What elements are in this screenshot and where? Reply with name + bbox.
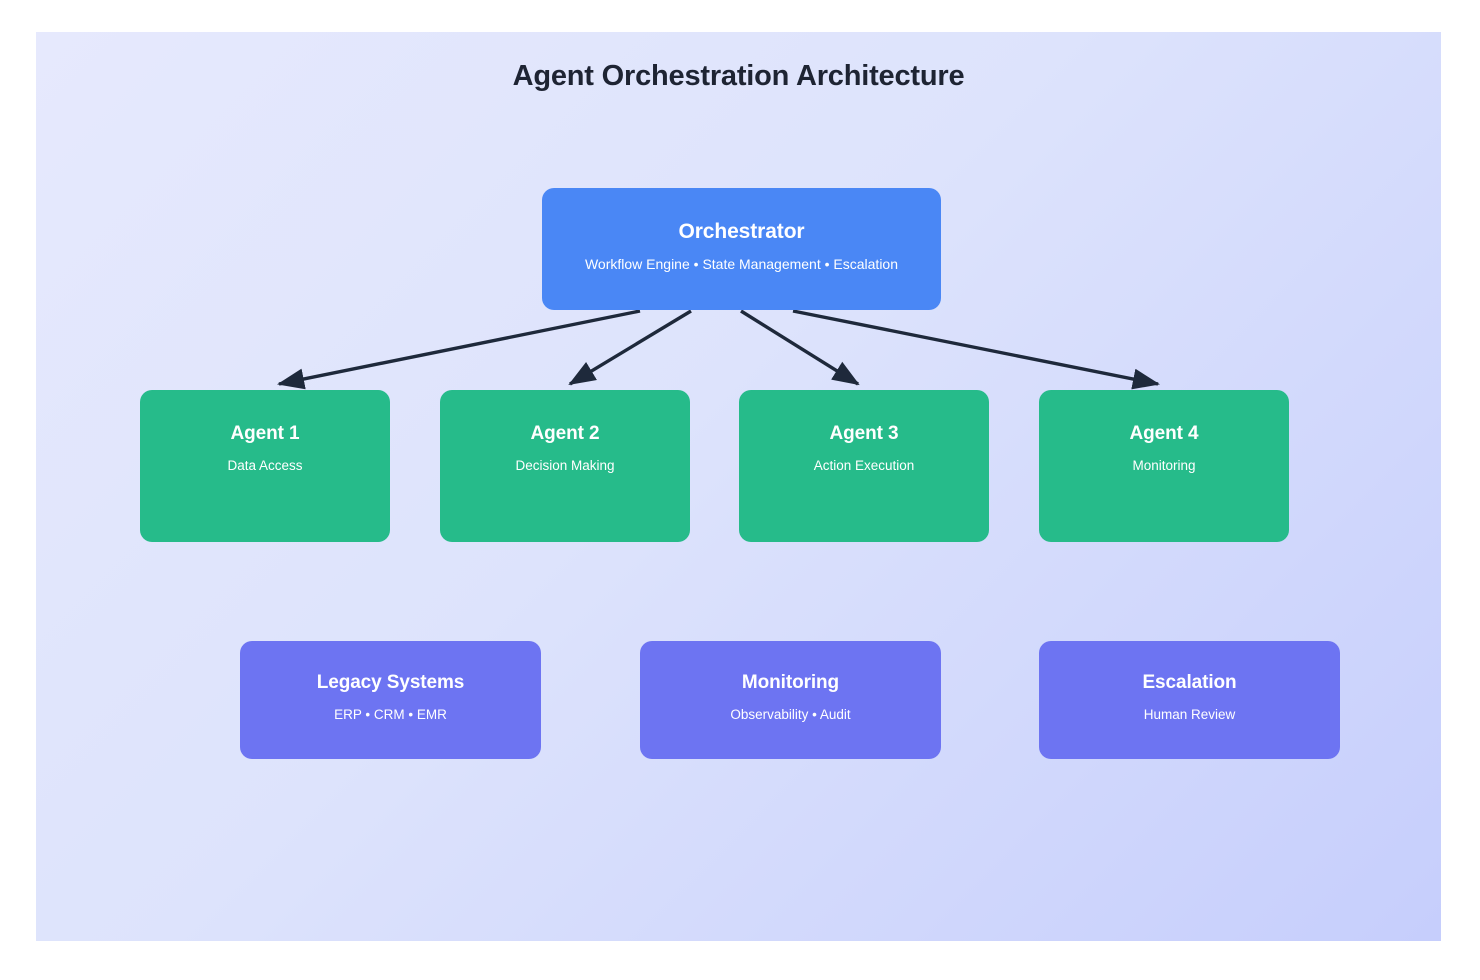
connector-orchestrator-to-agent-4 — [792, 309, 1161, 390]
node-monitoring[interactable]: Monitoring Observability • Audit — [640, 641, 941, 759]
node-orchestrator-title: Orchestrator — [678, 220, 805, 243]
node-monitoring-subtitle: Observability • Audit — [730, 706, 851, 722]
node-escalation-subtitle: Human Review — [1143, 706, 1236, 722]
node-monitoring-title: Monitoring — [741, 672, 840, 693]
diagram-title: Agent Orchestration Architecture — [512, 60, 965, 92]
node-agent-1-subtitle: Data Access — [227, 457, 303, 473]
node-escalation-title: Escalation — [1142, 672, 1237, 693]
node-agent-1[interactable]: Agent 1 Data Access — [140, 390, 390, 542]
connector-orchestrator-to-agent-1 — [277, 309, 641, 390]
node-agent-4[interactable]: Agent 4 Monitoring — [1039, 390, 1289, 542]
node-agent-2-title: Agent 2 — [530, 423, 600, 444]
connector-orchestrator-to-agent-3 — [740, 309, 860, 386]
node-agent-3-title: Agent 3 — [829, 423, 899, 444]
node-agent-2[interactable]: Agent 2 Decision Making — [440, 390, 690, 542]
node-agent-4-title: Agent 4 — [1129, 423, 1199, 444]
node-legacy-systems-title: Legacy Systems — [316, 672, 465, 693]
node-legacy-systems[interactable]: Legacy Systems ERP • CRM • EMR — [240, 641, 541, 759]
node-orchestrator-subtitle: Workflow Engine • State Management • Esc… — [584, 256, 899, 273]
node-legacy-systems-subtitle: ERP • CRM • EMR — [334, 706, 447, 722]
node-escalation[interactable]: Escalation Human Review — [1039, 641, 1340, 759]
node-agent-1-title: Agent 1 — [230, 423, 300, 444]
node-agent-2-subtitle: Decision Making — [515, 457, 615, 473]
node-agent-3-subtitle: Action Execution — [813, 457, 915, 473]
connector-orchestrator-to-agent-2 — [568, 309, 692, 386]
node-orchestrator[interactable]: Orchestrator Workflow Engine • State Man… — [542, 188, 941, 310]
node-agent-4-subtitle: Monitoring — [1132, 457, 1196, 473]
node-agent-3[interactable]: Agent 3 Action Execution — [739, 390, 989, 542]
diagram-canvas: Agent Orchestration Architecture Orchest… — [36, 32, 1441, 941]
